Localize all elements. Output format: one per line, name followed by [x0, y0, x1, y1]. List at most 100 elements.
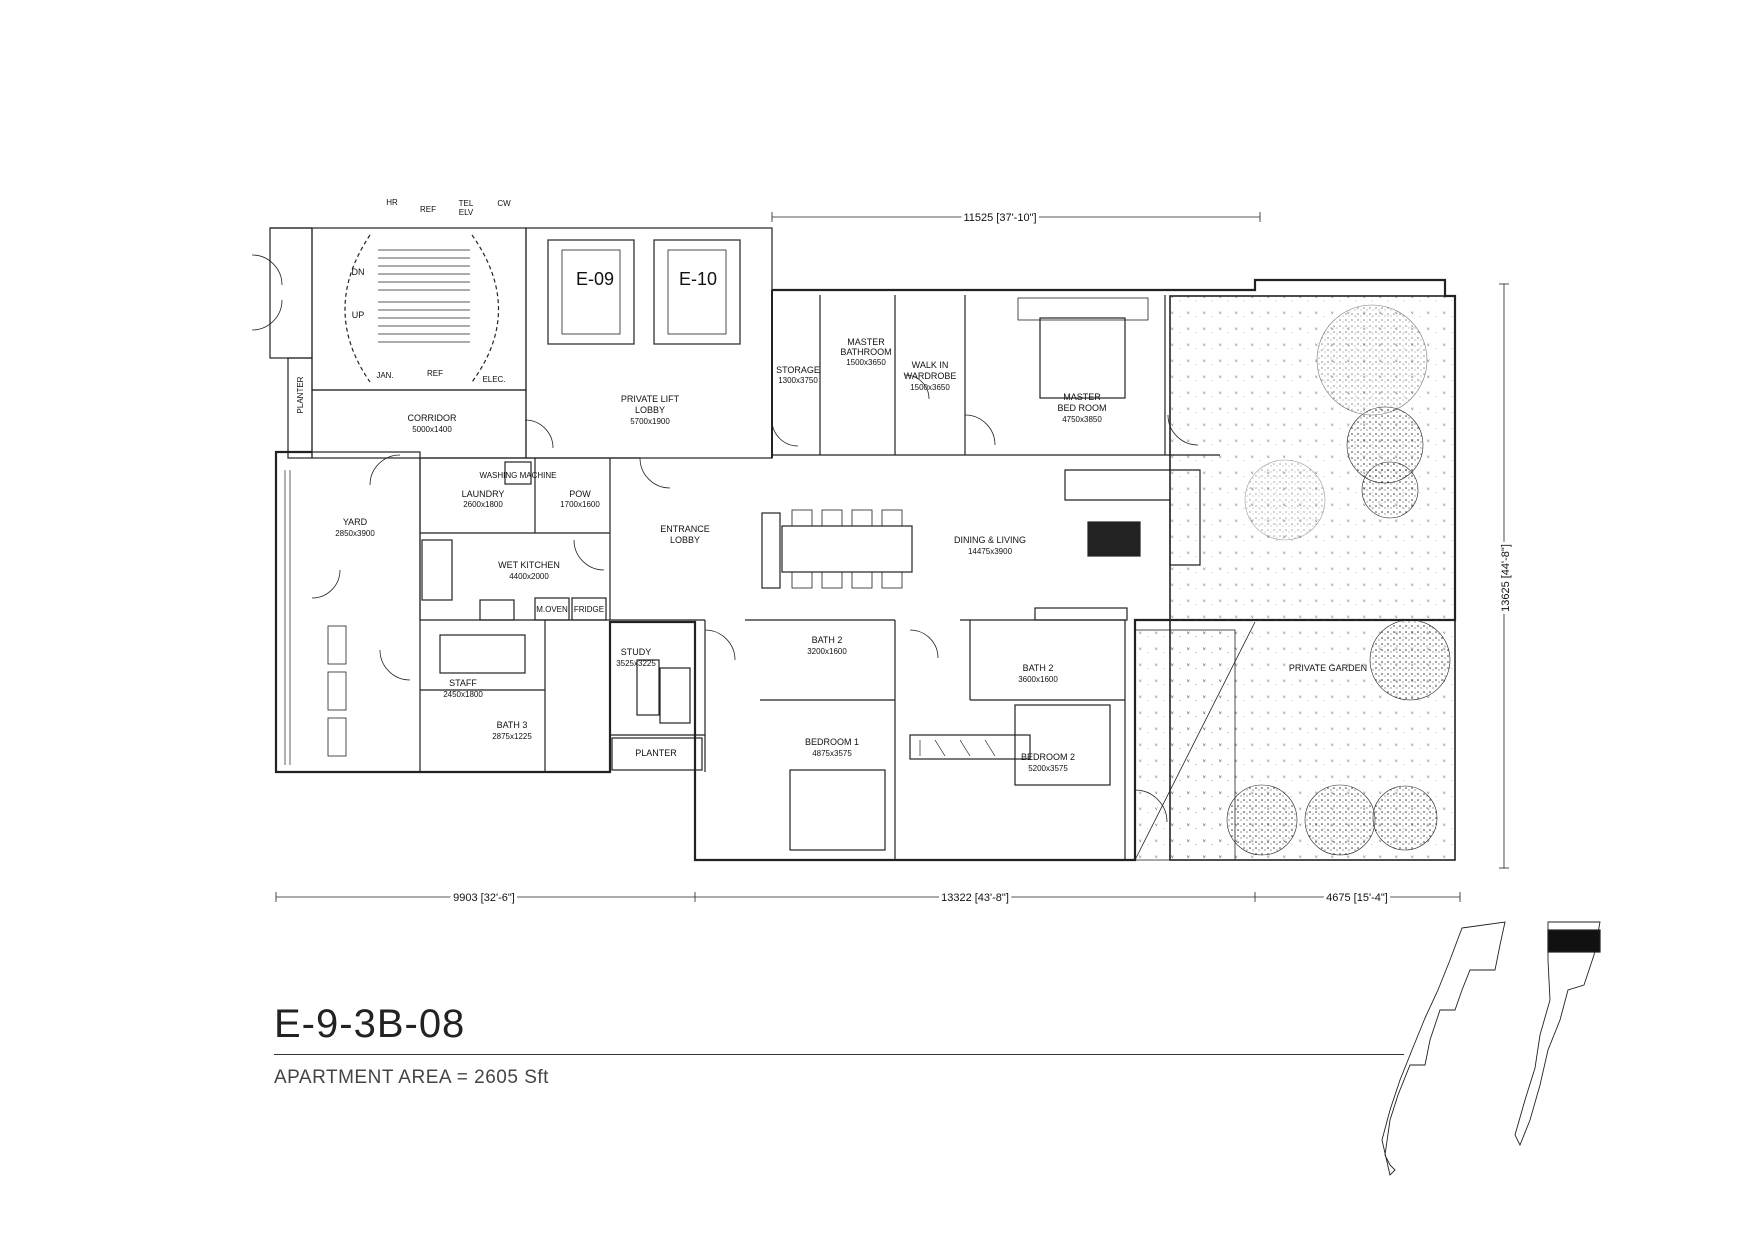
- room-lift-lobby-size: 5700x1900: [630, 417, 670, 426]
- room-pow-name: POW: [569, 489, 591, 499]
- hr-label: HR: [386, 198, 398, 207]
- study-desk: [636, 659, 660, 716]
- fixture-washing-machine: WASHING MACHINE: [479, 471, 556, 480]
- coffee-table-rug: [1087, 521, 1141, 557]
- key-plan: [1381, 921, 1601, 1176]
- lift-shaft-e10: [653, 239, 741, 345]
- room-laundry-name: LAUNDRY: [462, 489, 505, 499]
- dimension-top: 11525 [37'-10"]: [963, 212, 1036, 224]
- corridor-outline: [311, 389, 527, 459]
- tel-label: TEL: [459, 199, 474, 208]
- dimension-bottom-mid: 13322 [43'-8"]: [941, 892, 1009, 904]
- room-dining-living-size: 14475x3900: [968, 547, 1013, 556]
- yard-outline: [275, 451, 421, 773]
- staff-bed: [439, 634, 526, 674]
- room-corridor-size: 5000x1400: [412, 425, 452, 434]
- wardrobe-hatch: [909, 734, 1031, 760]
- room-bath2a-name: BATH 2: [812, 635, 843, 645]
- ref-bottom-label: REF: [427, 369, 443, 378]
- washing-machine-box: [504, 461, 532, 485]
- room-yard-size: 2850x3900: [335, 529, 375, 538]
- garden-shrubs: [1226, 304, 1451, 856]
- room-private-garden-name: PRIVATE GARDEN: [1289, 663, 1367, 673]
- dimension-bottom-left: 9903 [32'-6"]: [453, 892, 515, 904]
- title-block: E-9-3B-08 APARTMENT AREA = 2605 Sft: [274, 1000, 1404, 1089]
- master-bed: [1039, 317, 1126, 399]
- key-plan-highlight: [1547, 929, 1601, 953]
- dimension-bottom-right: 4675 [15'-4"]: [1326, 892, 1388, 904]
- room-master-bedroom-size: 4750x3850: [1062, 415, 1102, 424]
- room-master-bathroom-size: 1500x3650: [846, 358, 886, 367]
- room-storage-size: 1300x3750: [778, 376, 818, 385]
- kitchen-counter: [421, 539, 453, 601]
- hob: [479, 599, 515, 621]
- room-bath3-size: 2875x1225: [492, 732, 532, 741]
- room-corridor-name: CORRIDOR: [408, 413, 457, 423]
- oven-box: [534, 597, 570, 621]
- room-lift-lobby-name2: LOBBY: [635, 405, 665, 415]
- fixture-fridge: FRIDGE: [574, 605, 604, 614]
- room-bedroom2-size: 5200x3575: [1028, 764, 1068, 773]
- fridge-box: [571, 597, 607, 621]
- room-bedroom1-name: BEDROOM 1: [805, 737, 859, 747]
- room-staff-size: 2450x1800: [443, 690, 483, 699]
- room-dining-living-name: DINING & LIVING: [954, 535, 1026, 545]
- yard-lockers: [327, 625, 347, 757]
- lift-shaft-e09: [547, 239, 635, 345]
- room-pow-size: 1700x1600: [560, 500, 600, 509]
- room-labels: CORRIDOR 5000x1400 PRIVATE LIFT LOBBY 57…: [335, 337, 1367, 773]
- room-bedroom2-name: BEDROOM 2: [1021, 752, 1075, 762]
- ref-top-label: REF: [420, 205, 436, 214]
- elv-label: ELV: [459, 208, 474, 217]
- tv-console: [1034, 607, 1128, 621]
- room-bath2b-size: 3600x1600: [1018, 675, 1058, 684]
- room-wardrobe-size: 1500x3650: [910, 383, 950, 392]
- planter-strip: [287, 357, 313, 459]
- side-planter-label: PLANTER: [296, 376, 305, 413]
- planter-box: [611, 737, 703, 771]
- stair-oval: [344, 234, 500, 383]
- room-laundry-size: 2600x1800: [463, 500, 503, 509]
- study-sofa: [659, 667, 691, 724]
- sideboard: [761, 512, 781, 589]
- lift-label-e10: E-10: [679, 269, 717, 289]
- yard-drying-rack: [284, 470, 291, 765]
- dining-table: [781, 525, 913, 573]
- dimension-lines: [275, 212, 1509, 902]
- garden-left-strip: [1134, 629, 1236, 861]
- title-divider: [274, 1054, 1404, 1055]
- room-entrance-name: ENTRANCE: [660, 524, 710, 534]
- lift-label-e09: E-09: [576, 269, 614, 289]
- bedroom1-bed: [789, 769, 886, 851]
- room-bedroom1-size: 4875x3575: [812, 749, 852, 758]
- jan-label: JAN.: [376, 371, 393, 380]
- bedroom2-bed: [1014, 704, 1111, 786]
- fixture-m-oven: M.OVEN: [536, 605, 568, 614]
- stair-dn-label: DN: [352, 267, 365, 277]
- room-wardrobe-name: WALK IN: [912, 360, 949, 370]
- room-study-name: STUDY: [621, 647, 652, 657]
- dimension-right: 13625 [44'-8"]: [1500, 544, 1512, 612]
- room-bath2b-name: BATH 2: [1023, 663, 1054, 673]
- room-master-bedroom-name: MASTER: [1063, 392, 1101, 402]
- room-bath3-name: BATH 3: [497, 720, 528, 730]
- room-planter-name: PLANTER: [635, 748, 677, 758]
- room-yard-name: YARD: [343, 517, 368, 527]
- stair-up-label: UP: [352, 310, 365, 320]
- dining-chairs: [791, 509, 903, 589]
- room-wet-kitchen-name: WET KITCHEN: [498, 560, 560, 570]
- room-entrance-name2: LOBBY: [670, 535, 700, 545]
- door-swings: [311, 374, 1199, 823]
- elec-label: ELEC.: [482, 375, 505, 384]
- room-master-bathroom-name: MASTER: [847, 337, 885, 347]
- room-bath2a-size: 3200x1600: [807, 647, 847, 656]
- room-study-size: 3525x3225: [616, 659, 656, 668]
- room-lift-lobby-name: PRIVATE LIFT: [621, 394, 680, 404]
- room-master-bedroom-name2: BED ROOM: [1057, 403, 1106, 413]
- room-master-bathroom-name2: BATHROOM: [840, 347, 891, 357]
- core-vestibule: [269, 227, 313, 359]
- room-staff-name: STAFF: [449, 678, 477, 688]
- unit-title: E-9-3B-08: [274, 1002, 466, 1046]
- apartment-area: APARTMENT AREA = 2605 Sft: [274, 1067, 549, 1088]
